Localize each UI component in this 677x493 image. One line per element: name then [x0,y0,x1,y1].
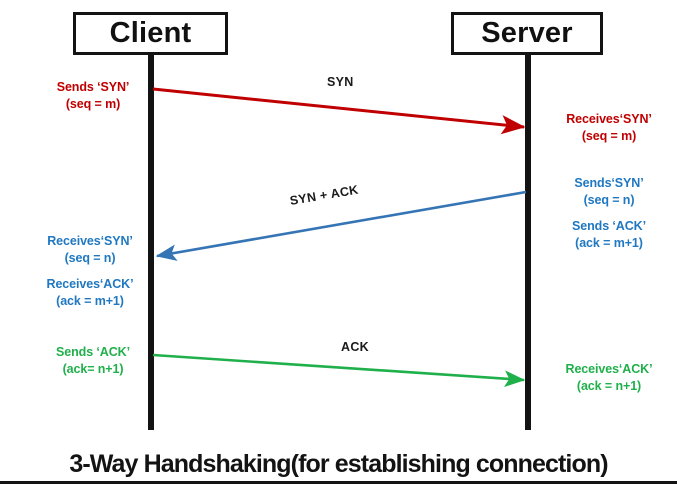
message-arrow-syn-ack [155,190,527,261]
note-line: (ack = m+1) [575,236,643,250]
note-line: (seq = n) [583,193,635,207]
note-client-receives-syn-ack: Receives‘SYN’ (seq = n) Receives‘ACK’ (a… [28,233,152,310]
note-line: Sends ‘ACK’ [56,345,130,359]
note-client-sends-syn: Sends ‘SYN’ (seq = m) [34,79,152,113]
note-line: Receives‘SYN’ [47,234,133,248]
arrow-label-ack: ACK [341,340,369,354]
arrow-label-syn: SYN [327,75,354,89]
client-node-box: Client [73,12,228,55]
server-node-box: Server [451,12,603,55]
note-client-sends-ack: Sends ‘ACK’ (ack= n+1) [34,344,152,378]
note-line: Sends ‘SYN’ [56,80,130,94]
note-line: Receives‘ACK’ [46,277,134,291]
note-line: Receives‘SYN’ [566,112,652,126]
note-line: (ack = n+1) [576,379,642,393]
diagram-caption: 3-Way Handshaking(for establishing conne… [0,450,677,484]
note-line: Sends‘SYN’ [574,176,644,190]
note-line: Sends ‘ACK’ [572,219,646,233]
note-server-receives-ack: Receives‘ACK’ (ack = n+1) [547,361,671,395]
note-line: (seq = m) [65,97,121,111]
note-line: (ack = m+1) [56,294,124,308]
note-line: (seq = n) [64,251,116,265]
message-arrow-ack [152,353,526,387]
note-server-sends-syn-ack: Sends‘SYN’ (seq = n) Sends ‘ACK’ (ack = … [547,175,671,252]
note-line: (seq = m) [581,129,637,143]
message-arrow-syn [152,87,526,135]
note-line: (ack= n+1) [62,362,124,376]
note-line: Receives‘ACK’ [565,362,653,376]
note-server-receives-syn: Receives‘SYN’ (seq = m) [547,111,671,145]
